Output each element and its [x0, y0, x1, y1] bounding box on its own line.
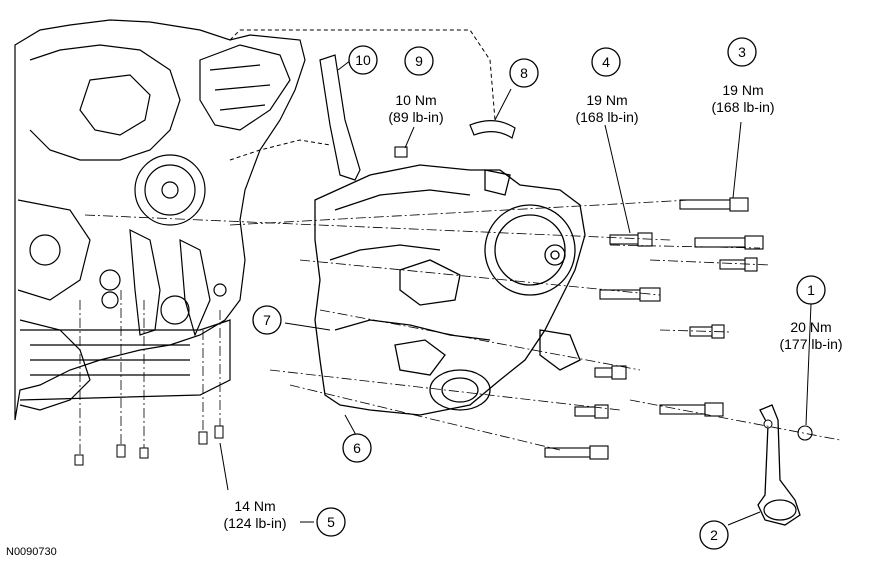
engine-block	[14, 19, 306, 421]
callout-1-torque-lbin: (177 lb-in)	[779, 336, 843, 352]
callout-5-torque-nm: 14 Nm	[234, 498, 276, 514]
cam-sprocket	[134, 154, 206, 226]
callout-6-circle	[342, 433, 372, 463]
engine-front-cover	[314, 164, 586, 416]
callout-5-circle	[316, 507, 346, 537]
callout-2-number: 2	[710, 527, 718, 543]
callout-6-number: 6	[353, 440, 361, 456]
callout-8-number: 8	[520, 65, 528, 81]
callout-2-circle	[699, 520, 729, 550]
callout-5-torque-lbin: (124 lb-in)	[223, 515, 287, 531]
callout-10-number: 10	[355, 52, 371, 68]
hose-clamp	[469, 120, 516, 139]
callout-5-number: 5	[327, 514, 335, 530]
callout-3-torque-lbin: (168 lb-in)	[711, 99, 775, 115]
callout-1-circle	[796, 275, 826, 305]
callout-4-number: 4	[602, 54, 610, 70]
callout-4-torque-lbin: (168 lb-in)	[575, 109, 639, 125]
bracket	[757, 404, 801, 526]
callout-7-number: 7	[263, 312, 271, 328]
callout-1-number: 1	[807, 282, 815, 298]
callout-1-torque-nm: 20 Nm	[790, 319, 832, 335]
callout-4-torque-nm: 19 Nm	[586, 92, 628, 108]
callout-9-number: 9	[415, 53, 423, 69]
callout-9-circle	[404, 46, 434, 76]
callout-4-circle	[591, 47, 621, 77]
dipstick-tube	[319, 54, 361, 181]
callout-9-torque-lbin: (89 lb-in)	[388, 109, 444, 125]
callout-3-torque-nm: 19 Nm	[722, 82, 764, 98]
callout-3-number: 3	[738, 44, 746, 60]
callout-7-circle	[252, 305, 282, 335]
callout-10-circle	[348, 45, 378, 75]
callout-9-torque-nm: 10 Nm	[395, 92, 437, 108]
water-pump	[484, 204, 576, 296]
figure-id: N0090730	[6, 546, 57, 558]
callout-8-circle	[509, 58, 539, 88]
callout-3-circle	[727, 37, 757, 67]
